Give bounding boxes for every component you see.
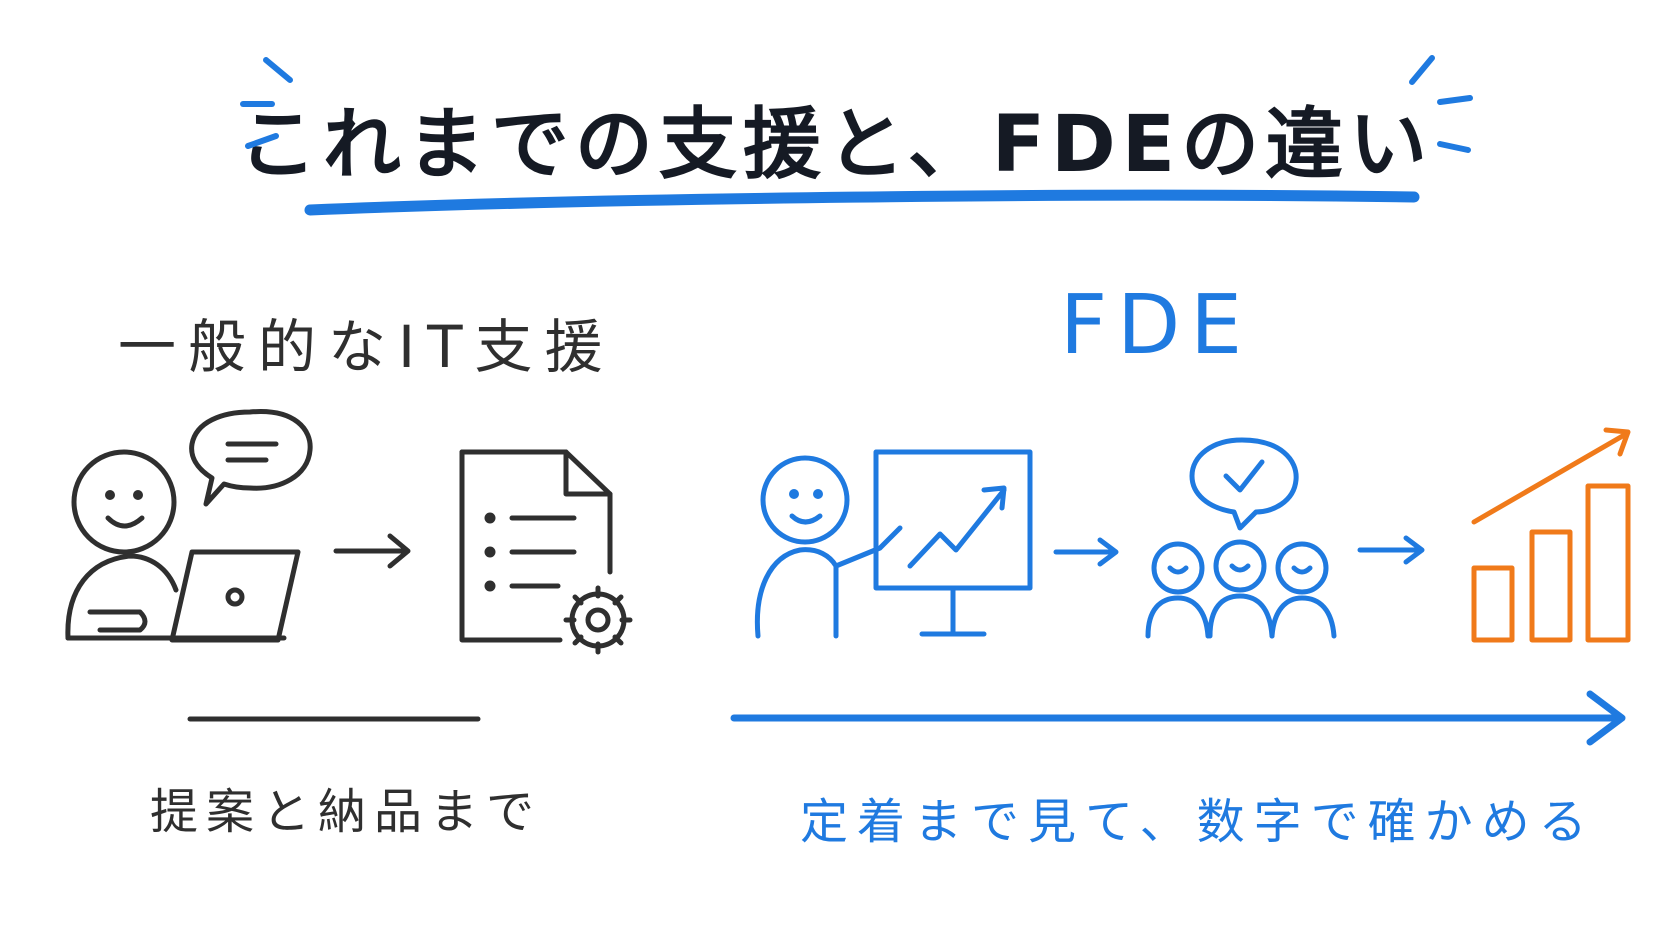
arrow-right-icon: [1357, 535, 1425, 565]
timeline-arrow: [730, 690, 1626, 746]
arrow-right-icon: [333, 533, 411, 569]
person-at-laptop-icon: [65, 449, 301, 643]
arrow-right-icon: [1053, 537, 1119, 567]
person-presenting-chart-icon: [754, 449, 1033, 639]
left-caption: 提案と納品まで: [150, 784, 543, 840]
right-heading: FDE: [1060, 278, 1253, 373]
title-underline: [304, 189, 1420, 216]
document-with-gear-icon: [459, 449, 633, 655]
page-title: これまでの支援と、FDEの違い: [238, 100, 1434, 190]
growth-bar-chart-icon: [1471, 427, 1631, 643]
left-heading: 一般的なIT支援: [118, 313, 615, 381]
right-caption: 定着まで見て、数字で確かめる: [800, 794, 1596, 850]
speech-bubble-icon: [189, 409, 313, 507]
title-sparkle-left-icon: [240, 57, 293, 149]
title-sparkle-right-icon: [1409, 55, 1473, 153]
team-with-check-bubble-icon: [1145, 437, 1337, 639]
